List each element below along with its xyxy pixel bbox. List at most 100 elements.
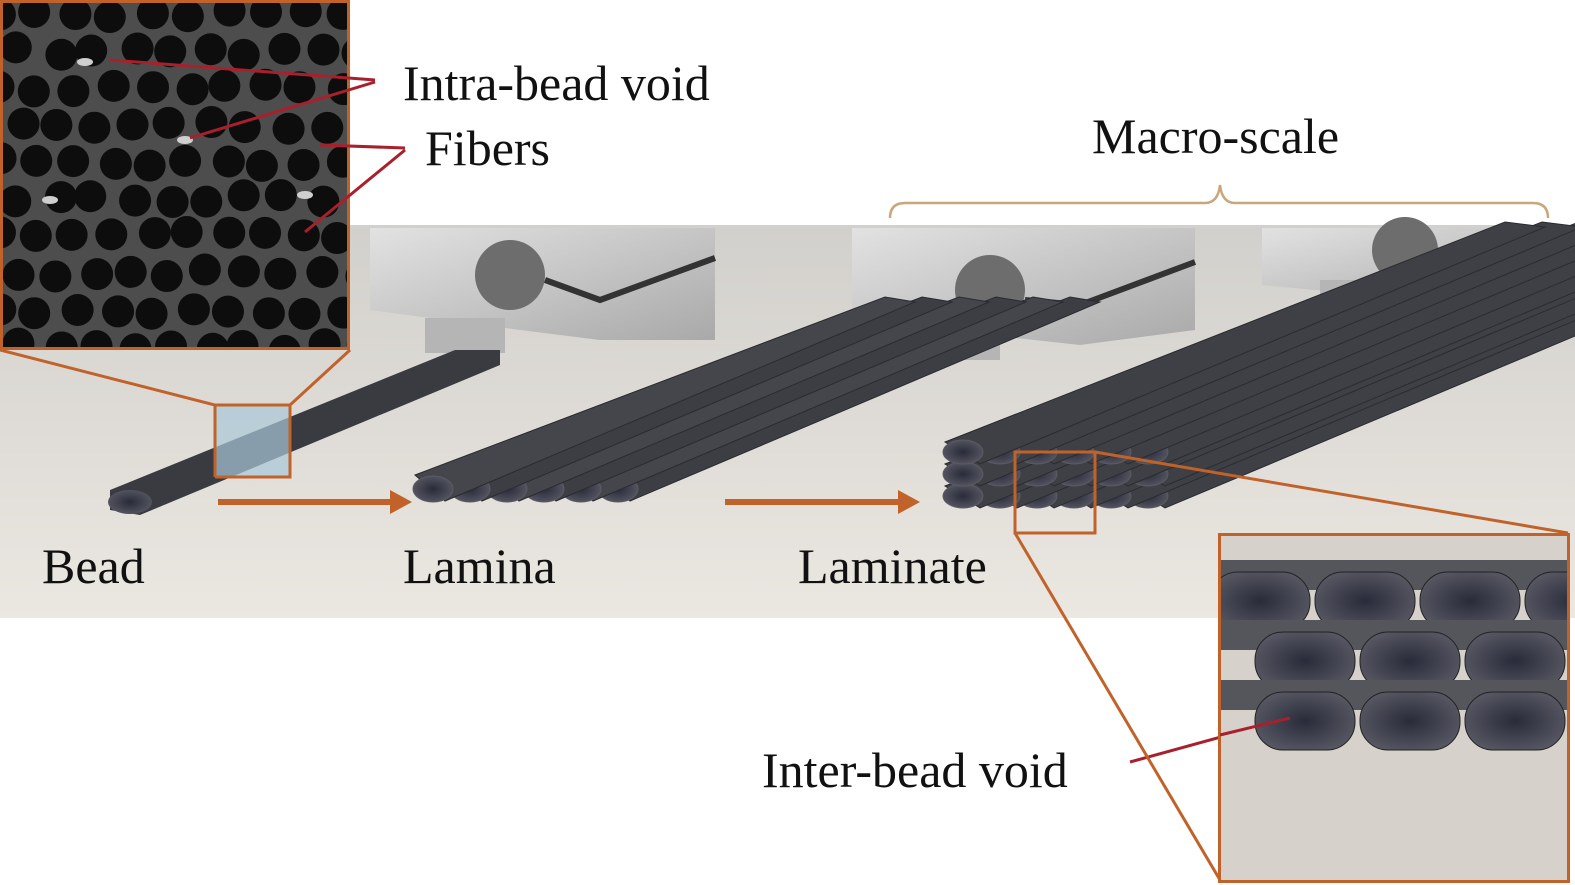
intra-bead-void (42, 196, 58, 204)
fiber (2, 258, 35, 291)
fiber (211, 295, 244, 328)
fiber (155, 330, 188, 348)
fiber (196, 332, 229, 348)
bead-end (942, 461, 984, 487)
fiber (121, 32, 154, 65)
fiber (245, 149, 278, 182)
intra-bead-void (297, 191, 313, 199)
fiber (308, 328, 341, 348)
laminate-beads (942, 221, 1575, 509)
fiber (93, 2, 126, 34)
fiber (116, 108, 149, 141)
fiber (213, 216, 246, 249)
fiber (321, 222, 348, 255)
fiber (17, 75, 50, 108)
fiber (44, 181, 77, 214)
fiber (326, 2, 348, 30)
fiber (2, 293, 17, 326)
fiber (20, 144, 53, 177)
fiber (194, 33, 227, 66)
fiber (226, 329, 259, 348)
fiber (327, 73, 348, 106)
fiber (227, 38, 260, 71)
fiber (249, 2, 282, 28)
fiber (99, 147, 132, 180)
fiber (59, 2, 92, 31)
fiber (289, 2, 322, 28)
fiber (212, 145, 245, 178)
fiber (188, 253, 221, 286)
fiber (138, 217, 171, 250)
fiber (135, 297, 168, 330)
label-intra-bead-void: Intra-bead void (403, 55, 710, 111)
inter-bead-zoom-indicator (1013, 450, 1569, 881)
fiber (154, 35, 187, 68)
label-macro-scale: Macro-scale (1092, 108, 1339, 164)
fiber (272, 112, 305, 145)
zoomed-bead (1254, 691, 1356, 751)
fiber (7, 107, 40, 140)
zoomed-bead (1569, 654, 1570, 668)
fiber (287, 148, 320, 181)
fiber (2, 142, 17, 175)
fiber (18, 297, 51, 330)
fiber (311, 111, 344, 144)
fiber (2, 2, 16, 31)
fiber (249, 68, 282, 101)
fiber (95, 218, 128, 251)
fiber (114, 255, 147, 288)
fiber (208, 69, 241, 102)
fiber (177, 293, 210, 326)
fiber (264, 179, 297, 212)
fiber (152, 106, 185, 139)
fiber (288, 297, 321, 330)
fiber (45, 331, 78, 348)
fiber (133, 149, 166, 182)
fibers-pattern (2, 2, 348, 348)
fiber (326, 145, 348, 178)
fiber (136, 2, 169, 30)
fiber (307, 33, 340, 66)
fiber (80, 330, 113, 348)
bead-end (942, 439, 984, 465)
label-inter-bead-void: Inter-bead void (762, 742, 1068, 798)
fiber (213, 2, 246, 27)
fiber (45, 38, 78, 71)
fiber (2, 31, 32, 64)
arrow-bead-to-lamina (218, 490, 412, 514)
fiber (264, 257, 297, 290)
fiber (227, 255, 260, 288)
zoomed-bead (1359, 691, 1461, 751)
fiber (176, 73, 209, 106)
fiber (171, 2, 204, 33)
fiber (19, 219, 52, 252)
intra-bead-void (177, 136, 193, 144)
fiber (228, 111, 261, 144)
fiber (150, 260, 183, 293)
bead-single (108, 350, 500, 515)
fiber (61, 293, 94, 326)
fiber (119, 184, 152, 217)
label-fibers: Fibers (425, 120, 550, 176)
label-lamina: Lamina (403, 538, 556, 594)
fiber (2, 216, 16, 249)
label-laminate: Laminate (798, 538, 987, 594)
inter-bead-void-inset (1218, 533, 1570, 883)
fiber (102, 295, 135, 328)
zoomed-bead (1569, 714, 1570, 728)
nozzle-1 (370, 228, 717, 353)
fiber (78, 111, 111, 144)
fiber (40, 108, 73, 141)
fiber-cross-section-inset (0, 0, 352, 479)
fiber (57, 75, 90, 108)
fiber (137, 71, 170, 104)
fiber (74, 180, 107, 213)
zoomed-bead (1524, 571, 1570, 631)
fiber (227, 179, 260, 212)
fiber (195, 106, 228, 139)
fiber (18, 2, 51, 28)
macro-scale-bracket (888, 184, 1550, 219)
fiber (268, 334, 301, 348)
